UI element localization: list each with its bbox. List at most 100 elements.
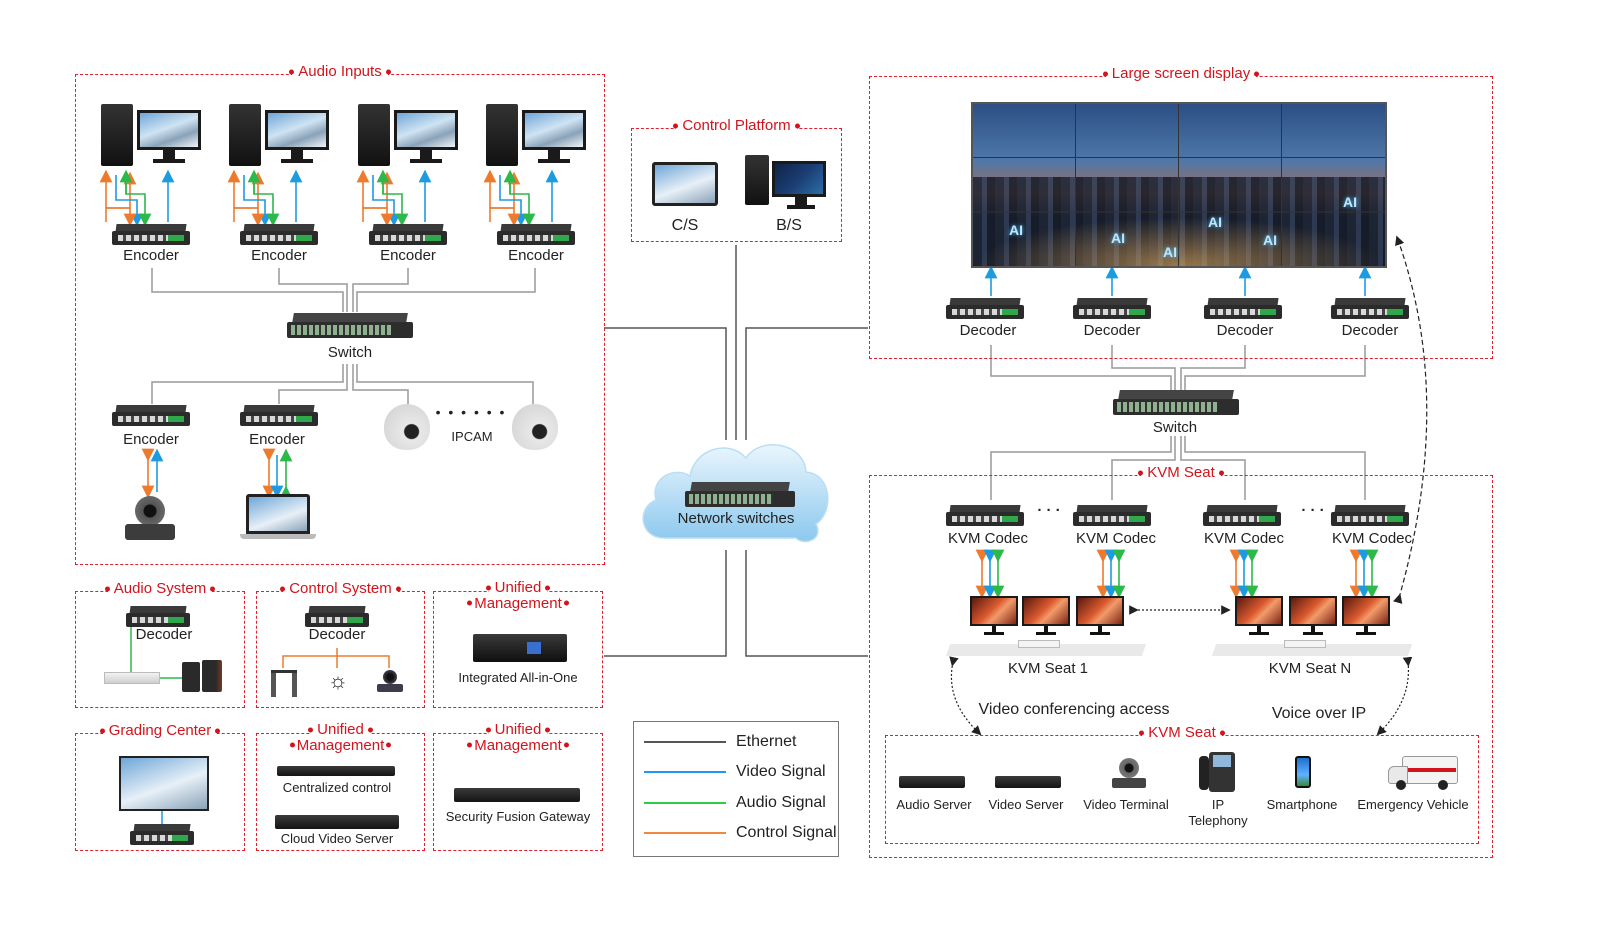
- ip-telephony-icon: [1199, 752, 1237, 792]
- security-fusion-gateway-label: Security Fusion Gateway: [445, 809, 591, 824]
- terminal-label-emergency-vehicle: Emergency Vehicle: [1357, 797, 1469, 812]
- decoder-device: [946, 298, 1024, 320]
- cs-label: C/S: [671, 217, 699, 234]
- legend-label: Control Signal: [736, 824, 837, 841]
- kvm-codec-arrows: [975, 549, 1372, 599]
- encoder-device: [240, 224, 318, 246]
- security-fusion-gateway-icon: [454, 788, 580, 802]
- kvm-monitor: [1022, 596, 1070, 636]
- network-switch-device: [685, 482, 795, 508]
- kvm-codec-device: [946, 505, 1024, 527]
- zone-title-line2: Management: [292, 736, 389, 754]
- zone-title-large-screen: Large screen display: [1105, 65, 1257, 82]
- keyboard-icon: [1018, 640, 1060, 648]
- ai-overlay: AI: [1343, 194, 1357, 210]
- legend-label: Ethernet: [736, 733, 797, 750]
- zone-control-system: Control System: [256, 580, 425, 708]
- legend-swatch: [644, 771, 726, 773]
- zone-audio-system: Audio System: [75, 580, 245, 708]
- pc-workstation-4: [486, 104, 586, 168]
- encoder-label: Encoder: [380, 247, 436, 264]
- legend-label: Video Signal: [736, 763, 826, 780]
- zone-title-control-system: Control System: [283, 580, 398, 597]
- pc-workstation-2: [229, 104, 329, 168]
- zone-title-audio-system: Audio System: [107, 580, 213, 597]
- kvm-monitor: [1289, 596, 1337, 636]
- legend-item-ethernet: Ethernet: [644, 732, 796, 752]
- encoder-device: [497, 224, 575, 246]
- switch-label: Switch: [327, 344, 373, 361]
- video-wall: AI AI AI AI AI AI: [971, 102, 1387, 268]
- decoder-to-wall-arrows: [984, 265, 1372, 296]
- speakers-icon: [182, 660, 222, 692]
- encoder-label: Encoder: [123, 247, 179, 264]
- encoder-label: Encoder: [251, 247, 307, 264]
- ipcam-dots: • • • • • •: [435, 404, 507, 420]
- kvm-codec-label: KVM Codec: [1331, 530, 1413, 547]
- ai-overlay: AI: [1263, 232, 1277, 248]
- ipcam-label: IPCAM: [451, 429, 493, 444]
- zone-title-kvm-seat-terminals: KVM Seat: [1142, 724, 1222, 741]
- zone-title-line1: Unified: [488, 579, 548, 596]
- audio-system-lines: [130, 626, 182, 679]
- kvm-codec-device: [1073, 505, 1151, 527]
- legend-item-audio: Audio Signal: [644, 793, 826, 813]
- legend-swatch: [644, 832, 726, 834]
- audio-input-signal-arrows: [99, 169, 552, 227]
- backbone-lines: [604, 245, 868, 657]
- decoder-label: Decoder: [135, 626, 193, 643]
- legend-swatch: [644, 741, 726, 743]
- decoder-label: Decoder: [1341, 322, 1399, 339]
- legend-swatch: [644, 802, 726, 804]
- amplifier-icon: [104, 672, 160, 684]
- terminal-label-smartphone: Smartphone: [1266, 797, 1338, 812]
- zone-audio-inputs: Audio Inputs: [75, 63, 605, 565]
- zone-title-kvm-seat: KVM Seat: [1141, 464, 1221, 481]
- cloud-video-server-icon: [275, 815, 399, 829]
- encoder-device: [112, 405, 190, 427]
- codec-dots: · · ·: [1301, 502, 1325, 519]
- laptop-icon: [240, 494, 316, 542]
- legend: Ethernet Video Signal Audio Signal Contr…: [633, 721, 839, 857]
- terminal-label-audio-server: Audio Server: [896, 797, 972, 812]
- ai-overlay: AI: [1111, 230, 1125, 246]
- kvm-codec-label: KVM Codec: [947, 530, 1029, 547]
- voice-over-ip-label: Voice over IP: [1271, 705, 1367, 722]
- dotted-links: [949, 605, 1413, 736]
- bs-workstation-icon: [745, 155, 827, 219]
- kvm-seat-n-label: KVM Seat N: [1268, 660, 1352, 677]
- ai-overlay: AI: [1208, 214, 1222, 230]
- zone-large-screen: Large screen display: [869, 65, 1493, 359]
- encoder-label: Encoder: [508, 247, 564, 264]
- switch-device: [1113, 390, 1239, 416]
- encoder-device: [112, 224, 190, 246]
- zone-title-line1: Unified: [488, 721, 548, 738]
- bs-label: B/S: [776, 217, 802, 234]
- kvm-codec-device: [1331, 505, 1409, 527]
- legend-item-control: Control Signal: [644, 823, 837, 843]
- decoder-label: Decoder: [308, 626, 366, 643]
- centralized-control-label: Centralized control: [282, 780, 392, 795]
- zone-title-line1: Unified: [311, 721, 370, 738]
- decoder-device: [1073, 298, 1151, 320]
- decoder-device: [1204, 298, 1282, 320]
- decoder-device: [126, 606, 190, 628]
- legend-item-video: Video Signal: [644, 762, 826, 782]
- kvm-codec-label: KVM Codec: [1203, 530, 1285, 547]
- smartphone-icon: [1295, 756, 1311, 788]
- ai-overlay: AI: [1163, 244, 1177, 260]
- video-conferencing-label: Video conferencing access: [978, 701, 1170, 718]
- kvm-codec-label: KVM Codec: [1075, 530, 1157, 547]
- emergency-vehicle-icon: [1388, 754, 1458, 790]
- ipcam-icon: [512, 404, 558, 450]
- light-bulb-icon: ☼: [327, 668, 349, 693]
- encoder-label: Encoder: [123, 431, 179, 448]
- display-monitor-icon: [119, 756, 209, 811]
- kvm-monitor: [1342, 596, 1390, 636]
- integrated-all-in-one-label: Integrated All-in-One: [458, 670, 578, 685]
- kvm-monitor: [1076, 596, 1124, 636]
